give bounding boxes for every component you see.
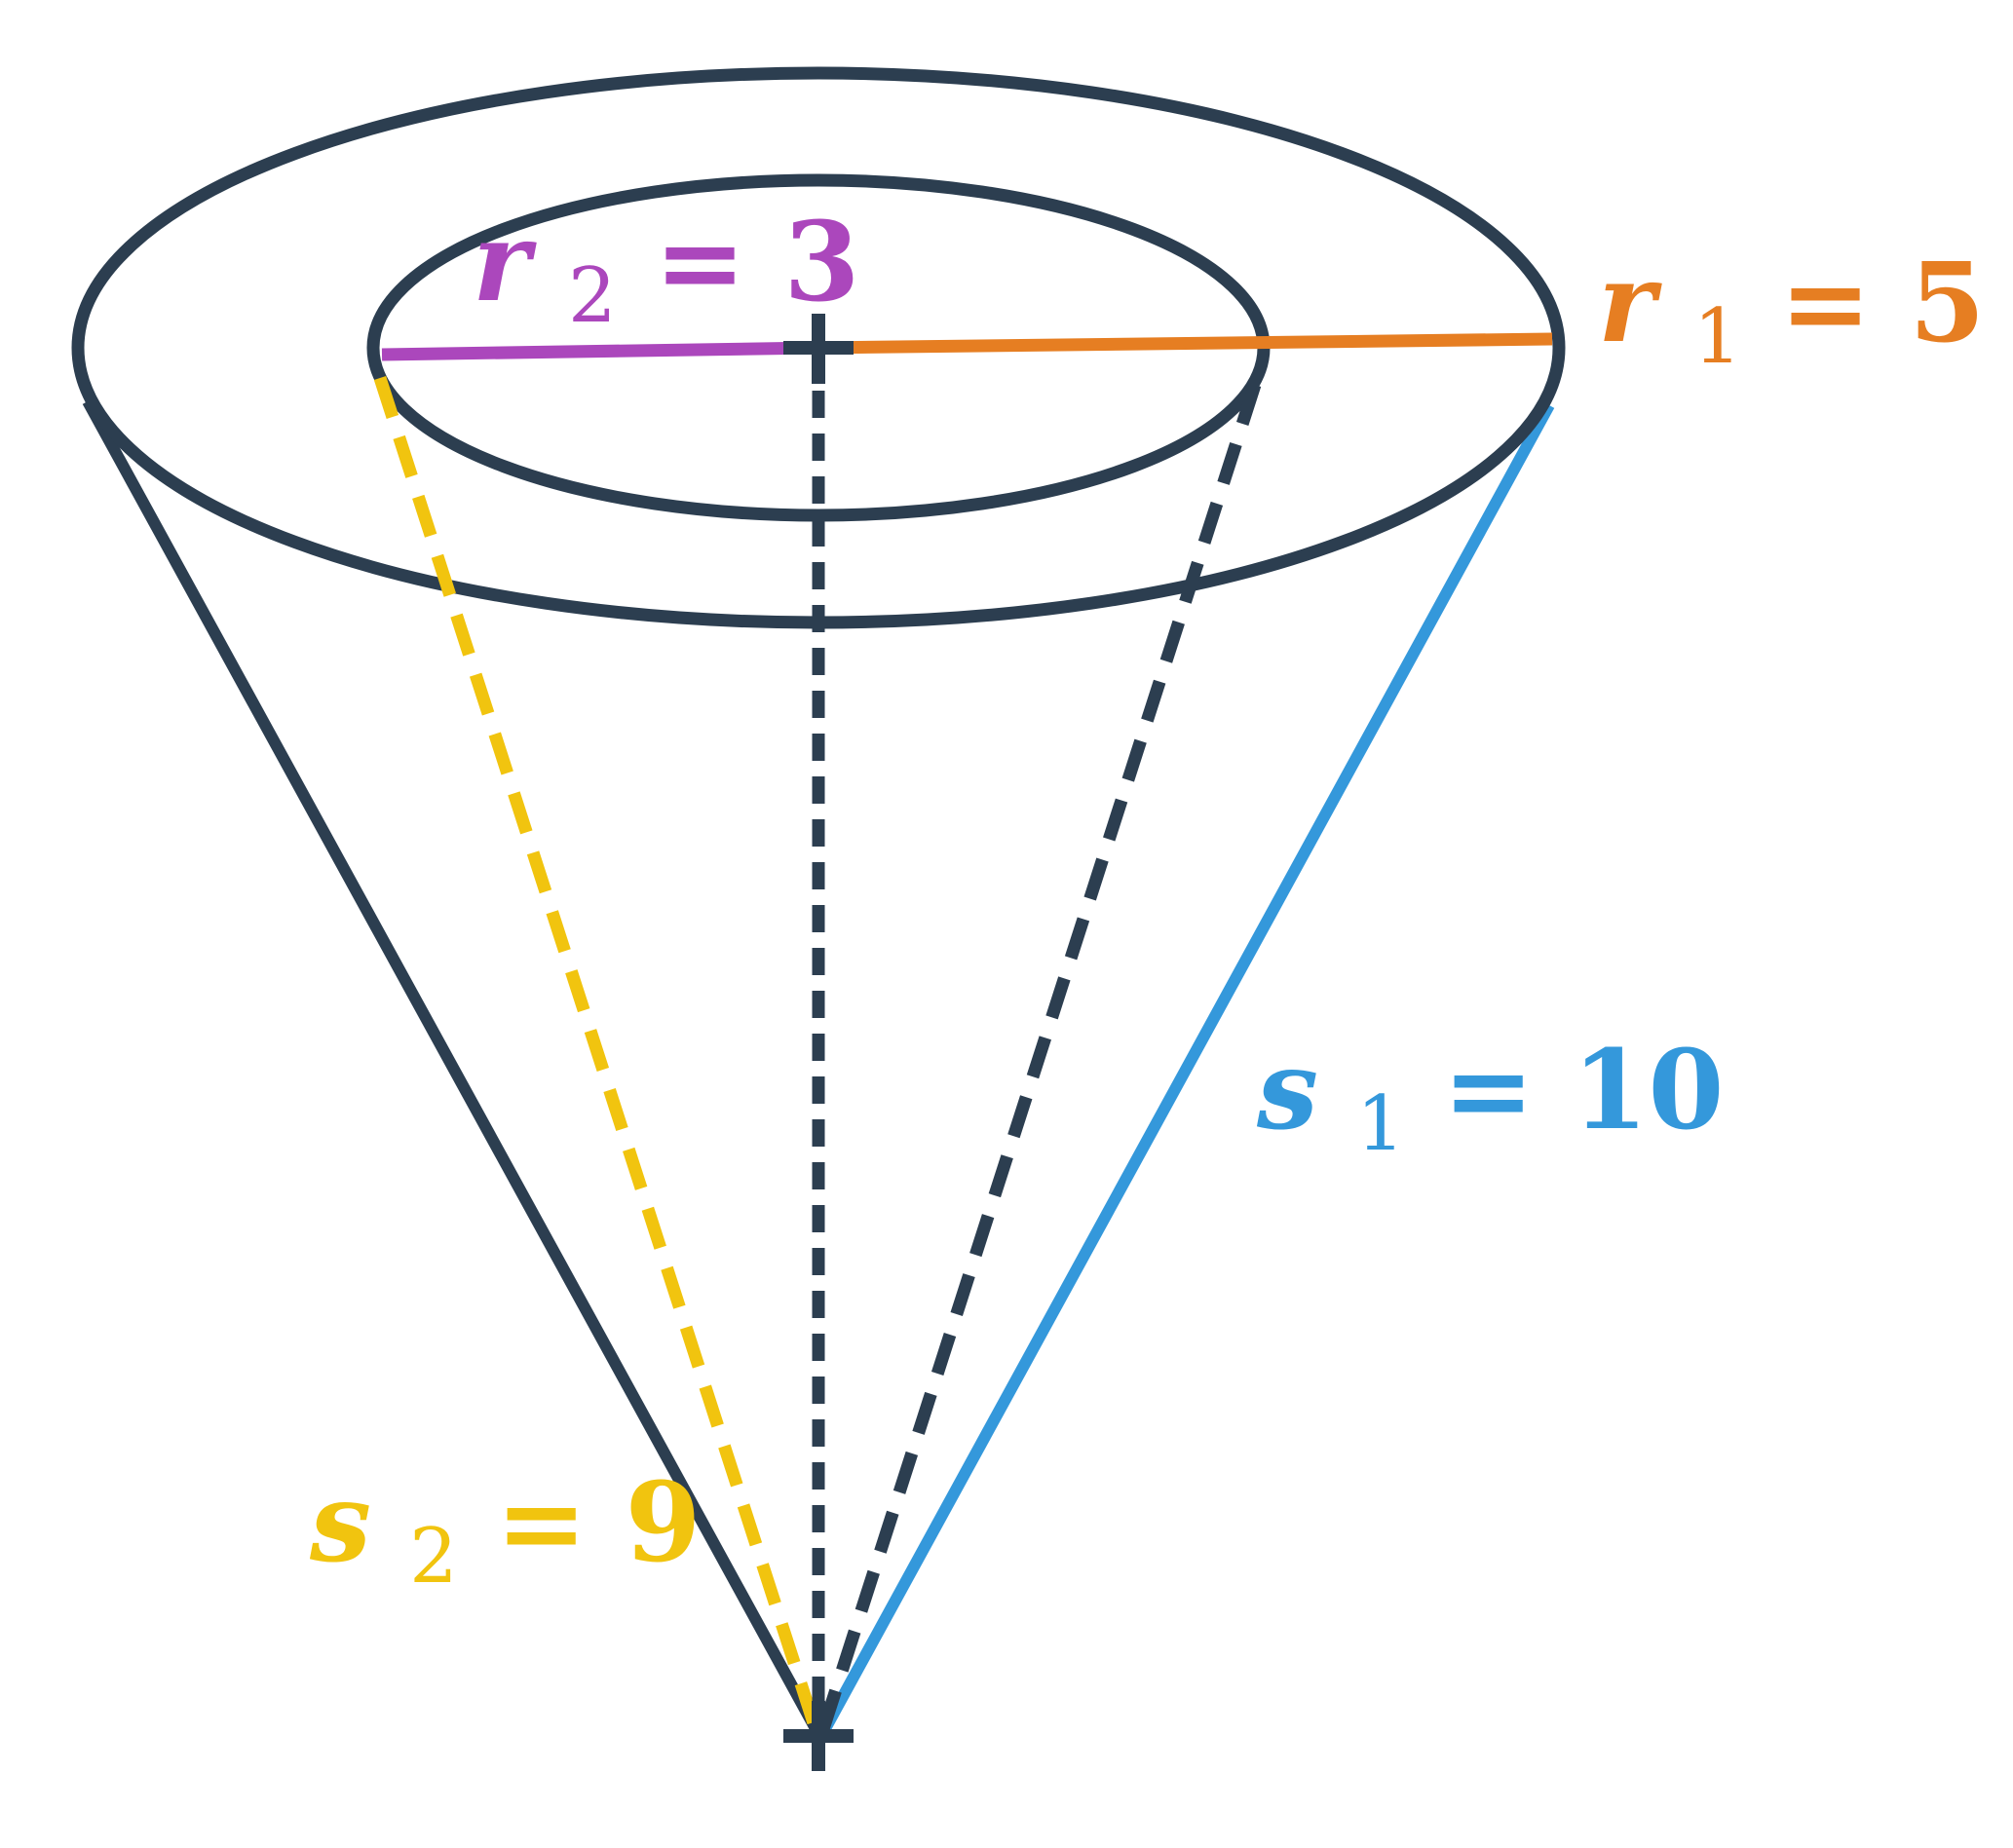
label-r2-sub: 2 (568, 252, 617, 340)
cone-left-slant-line (82, 398, 824, 1737)
cone-right-slant-line-s1 (817, 402, 1555, 1737)
label-s1-value: 10 (1573, 1027, 1725, 1154)
label-s1: s 1 = 10 (1256, 1027, 1724, 1176)
label-s2-var: s (309, 1459, 371, 1587)
label-r2-eq: = (655, 199, 784, 326)
radius-r1-line (817, 332, 1553, 355)
label-r1-eq: = (1780, 240, 1910, 367)
label-r1-sub: 1 (1693, 293, 1742, 381)
label-s1-eq: = (1443, 1027, 1573, 1154)
label-r1-var: r (1598, 240, 1662, 367)
slant-s2-dashed-line (373, 376, 823, 1734)
label-r2-value: 3 (784, 199, 860, 326)
apex-cross-marker (783, 1701, 854, 1771)
center-cross-marker (783, 314, 854, 384)
label-s2-sub: 2 (409, 1513, 458, 1601)
label-s1-sub: 1 (1356, 1080, 1405, 1168)
label-r1-value: 5 (1910, 240, 1986, 367)
inner-right-slant-dashed-line (816, 383, 1262, 1734)
label-r2-var: r (473, 199, 537, 326)
label-r2: r 2 = 3 (473, 199, 859, 348)
label-s1-var: s (1256, 1027, 1318, 1154)
label-s2: s 2 = 9 (309, 1459, 701, 1608)
label-r1: r 1 = 5 (1598, 240, 1985, 389)
radius-r2-line (381, 341, 819, 361)
label-s2-eq: = (496, 1459, 626, 1587)
label-s2-value: 9 (626, 1459, 702, 1587)
